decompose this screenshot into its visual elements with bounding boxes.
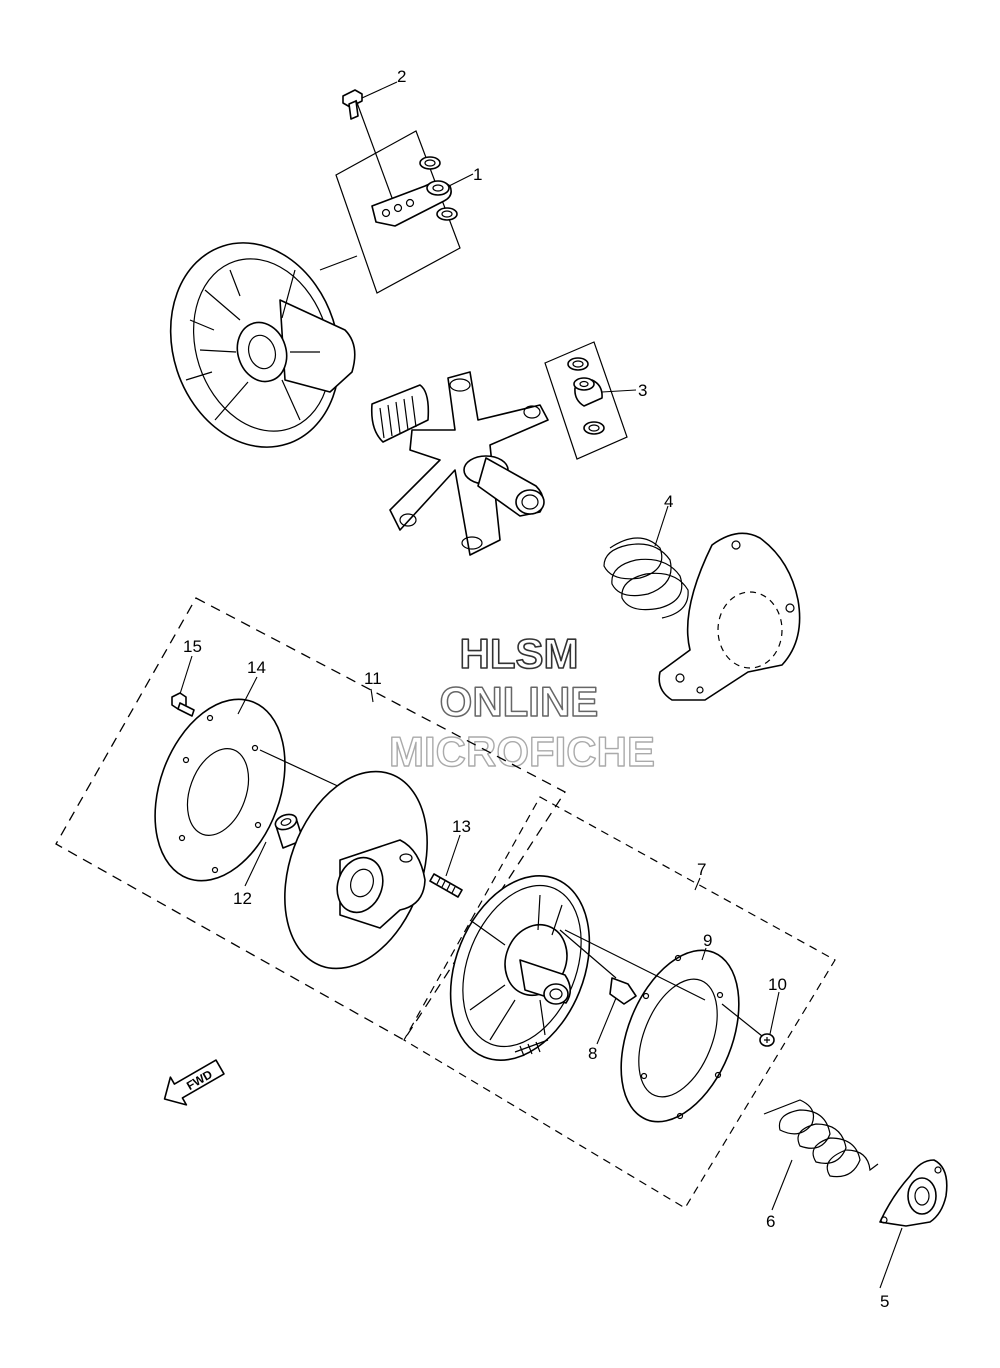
callout-6: 6 [766, 1212, 775, 1231]
part-spider-hub [370, 371, 549, 556]
part-bolt-15 [171, 692, 195, 717]
callout-5: 5 [880, 1292, 889, 1311]
part-sheave-housing [169, 242, 356, 448]
leader-lines [179, 81, 903, 1289]
part-spring-6 [763, 1099, 879, 1178]
part-sheave-7 [449, 875, 591, 1061]
fwd-arrow-icon: FWD [163, 1059, 225, 1106]
part-plate-9 [564, 929, 763, 1123]
watermark: HLSM ONLINE MICROFICHE [388, 629, 655, 776]
watermark-line2: ONLINE [440, 678, 599, 725]
callouts: 1 2 3 4 5 6 7 8 9 10 11 12 13 14 15 [183, 67, 889, 1311]
callout-2: 2 [397, 67, 406, 86]
callout-14: 14 [247, 658, 266, 677]
part-roller-group [544, 341, 628, 460]
callout-4: 4 [664, 492, 673, 511]
part-plate-14 [154, 698, 343, 882]
part-stud-13 [429, 873, 463, 898]
callout-7: 7 [697, 860, 706, 879]
callout-1: 1 [473, 165, 482, 184]
callout-10: 10 [768, 975, 787, 994]
part-cam-5 [879, 1159, 948, 1227]
part-bolt [342, 89, 363, 120]
part-cover-plate [658, 532, 801, 701]
callout-3: 3 [638, 381, 647, 400]
part-sheave-disc [284, 770, 428, 970]
part-spring-4 [603, 537, 689, 619]
watermark-line3: MICROFICHE [389, 728, 655, 775]
callout-8: 8 [588, 1044, 597, 1063]
callout-13: 13 [452, 817, 471, 836]
callout-9: 9 [703, 931, 712, 950]
watermark-line1: HLSM [460, 630, 579, 677]
part-slider-8 [559, 929, 637, 1005]
group-11-outline [55, 597, 566, 1041]
callout-15: 15 [183, 637, 202, 656]
part-screw-10 [759, 1033, 775, 1047]
callout-12: 12 [233, 889, 252, 908]
part-arm-group [319, 99, 461, 294]
group-7-outline [403, 796, 836, 1209]
callout-11: 11 [364, 669, 382, 688]
